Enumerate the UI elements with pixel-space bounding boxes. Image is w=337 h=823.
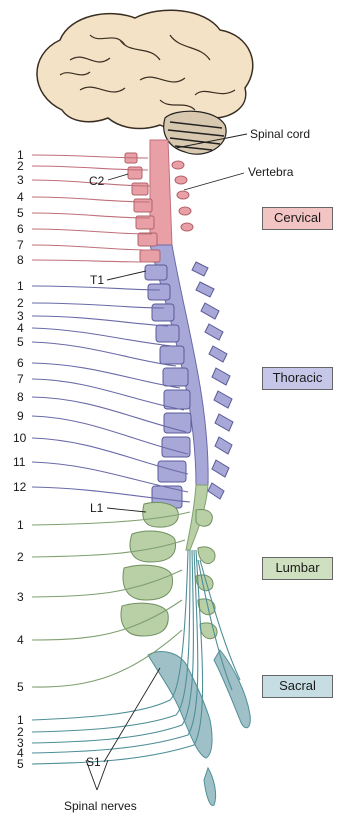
thoracic-nerve-number-8: 8 bbox=[17, 390, 24, 404]
thoracic-nerve-number-7: 7 bbox=[17, 372, 24, 386]
c2-label: C2 bbox=[89, 174, 105, 188]
cervical-nerve-number-5: 5 bbox=[17, 206, 24, 220]
cervical-nerve-number-8: 8 bbox=[17, 253, 24, 267]
thoracic-nerve-number-5: 5 bbox=[17, 335, 24, 349]
lumbar-nerve-numbers: 1 2 3 4 5 bbox=[17, 518, 24, 694]
thoracic-nerve-number-1: 1 bbox=[17, 279, 24, 293]
cervical-nerve-numbers: 1 2 3 4 5 6 7 8 bbox=[17, 148, 24, 267]
lumbar-nerve-number-1: 1 bbox=[17, 518, 24, 532]
sacral-nerve-numbers: 1 2 3 4 5 bbox=[17, 713, 24, 771]
vertebra-label: Vertebra bbox=[248, 165, 294, 179]
lumbar-region-box: Lumbar bbox=[262, 557, 333, 580]
spinal-nerves-label: Spinal nerves bbox=[64, 799, 137, 813]
cervical-nerve-number-6: 6 bbox=[17, 222, 24, 236]
thoracic-nerve-numbers: 1 2 3 4 5 6 7 8 9 10 11 12 bbox=[13, 279, 27, 494]
thoracic-nerve-number-11: 11 bbox=[13, 455, 26, 469]
cervical-region-box: Cervical bbox=[262, 207, 333, 230]
lumbar-nerve-number-2: 2 bbox=[17, 550, 24, 564]
thoracic-region-box: Thoracic bbox=[262, 367, 333, 390]
brain-illustration bbox=[37, 10, 253, 154]
sacral-region-box: Sacral bbox=[262, 675, 333, 698]
cervical-nerve-number-7: 7 bbox=[17, 238, 24, 252]
thoracic-nerve-number-6: 6 bbox=[17, 356, 24, 370]
thoracic-nerve-number-2: 2 bbox=[17, 296, 24, 310]
t1-label: T1 bbox=[90, 273, 104, 287]
thoracic-nerve-number-10: 10 bbox=[13, 431, 27, 445]
lumbar-nerve-number-5: 5 bbox=[17, 680, 24, 694]
thoracic-nerve-number-12: 12 bbox=[13, 480, 27, 494]
thoracic-nerve-number-9: 9 bbox=[17, 409, 24, 423]
s1-label: S1 bbox=[86, 755, 101, 769]
sacral-nerve-number-5: 5 bbox=[17, 757, 24, 771]
spinal-cord-label: Spinal cord bbox=[250, 127, 310, 141]
cervical-nerve-number-3: 3 bbox=[17, 173, 24, 187]
lumbar-nerve-number-3: 3 bbox=[17, 590, 24, 604]
lumbar-nerve-number-4: 4 bbox=[17, 633, 24, 647]
l1-label: L1 bbox=[90, 501, 104, 515]
cervical-nerve-number-4: 4 bbox=[17, 190, 24, 204]
thoracic-nerve-number-4: 4 bbox=[17, 321, 24, 335]
cervical-nerve-number-2: 2 bbox=[17, 159, 24, 173]
